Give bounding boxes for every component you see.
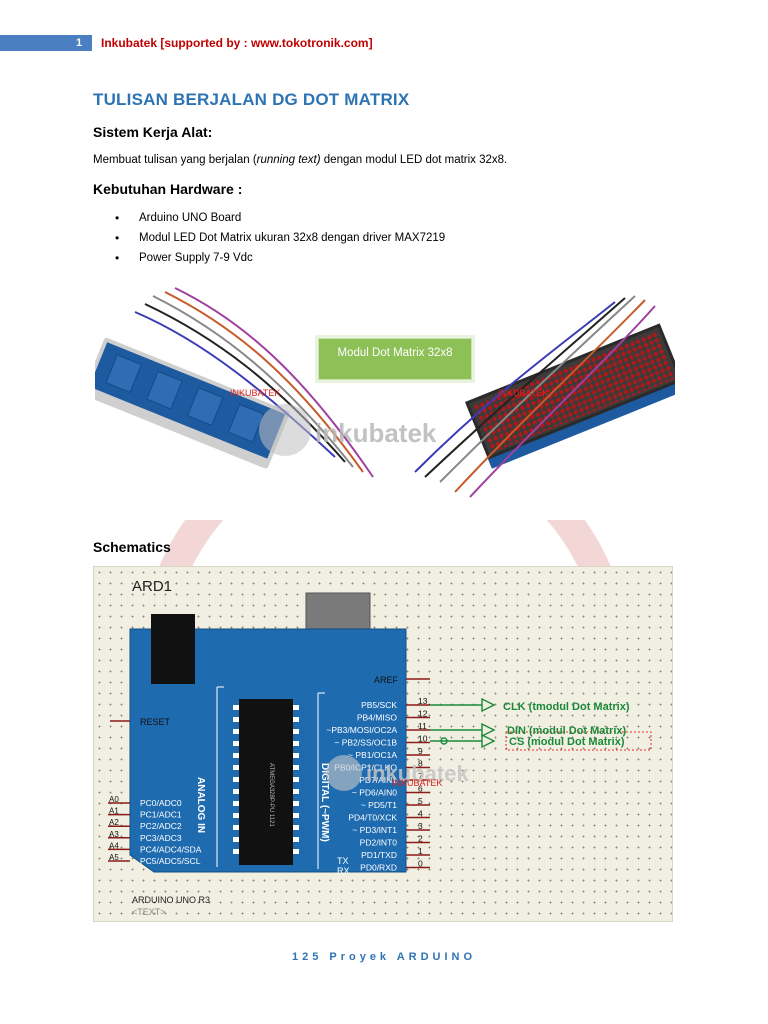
digital-pin-number: 5 [418, 796, 423, 806]
schematic-panel: ARD1 ATMEGA328P-PU 1121 ANALOG IN DIGITA… [93, 566, 673, 922]
analog-pin-name: PC3/ADC3 [140, 833, 182, 843]
digital-bracket [317, 692, 325, 869]
digital-pin-name: PD7/AIN1 [359, 775, 397, 785]
sistem-text-italic: running text) [256, 154, 321, 166]
digital-pin-name: PD1/TXD [361, 850, 397, 860]
sistem-paragraph: Membuat tulisan yang berjalan (running t… [93, 154, 507, 166]
analog-pin-name: PC2/ADC2 [140, 821, 182, 831]
analog-in-label: ANALOG IN [195, 777, 206, 833]
digital-pin-name: PB5/SCK [361, 700, 397, 710]
chip-label: ATMEGA328P-PU 1121 [268, 763, 274, 827]
list-item: Modul LED Dot Matrix ukuran 32x8 dengan … [93, 228, 445, 248]
hardware-list: Arduino UNO Board Modul LED Dot Matrix u… [93, 208, 445, 268]
tx-label: TX [337, 856, 349, 866]
digital-pin-name: PD4/T0/XCK [348, 813, 397, 823]
left-module-board [95, 337, 290, 469]
digital-pin-name: ~ PB1/OC1A [348, 750, 397, 760]
header-bar [0, 35, 92, 51]
schematic-diagram: ARD1 ATMEGA328P-PU 1121 ANALOG IN DIGITA… [108, 578, 652, 917]
hardware-heading: Kebutuhan Hardware : [93, 181, 243, 197]
digital-pin-number: 3 [418, 821, 423, 831]
digital-pin-name: PB0/ICP1/CLKO [334, 763, 397, 773]
power-jack [151, 614, 195, 684]
cs-highlight [505, 731, 652, 751]
digital-pin-name: PB4/MISO [357, 713, 398, 723]
analog-pin-number: A2 [109, 818, 119, 827]
board-name: ARDUINO UNO R3 [132, 895, 210, 905]
mcu-chip [239, 699, 293, 865]
photo-label-right: INKUBATEK [498, 388, 548, 398]
page-number: 1 [76, 37, 83, 49]
photo-label-left: INKUBATEK [230, 388, 280, 398]
signal-cs: CS (modul Dot Matrix) [509, 736, 625, 748]
analog-pin-number: A5 [109, 853, 119, 862]
analog-pin-number: A3 [109, 830, 119, 839]
aref-label: AREF [374, 675, 399, 685]
digital-pin-number: 11 [418, 721, 427, 731]
schematic-overlay-label: INKUBATEK [392, 778, 442, 788]
sistem-heading: Sistem Kerja Alat: [93, 124, 213, 140]
digital-pin-number: 6 [418, 784, 423, 794]
list-item: Power Supply 7-9 Vdc [93, 248, 445, 268]
analog-pin-name: PC5/ADC5/SCL [140, 856, 201, 866]
right-wires [414, 295, 656, 498]
digital-pin-number: 13 [418, 696, 428, 706]
digital-pin-number: 8 [418, 759, 423, 769]
digital-pin-number: 2 [418, 834, 423, 844]
schematic-watermark: inkubatek [366, 761, 469, 786]
sistem-text-after: dengan modul LED dot matrix 32x8. [320, 154, 508, 166]
analog-pin-name: PC1/ADC1 [140, 810, 182, 820]
analog-pin-name: PC0/ADC0 [140, 798, 182, 808]
signal-arrows [430, 697, 496, 749]
digital-pin-number: 9 [418, 746, 423, 756]
digital-pin-name: PD2/INT0 [360, 838, 398, 848]
analog-pin-number: A1 [109, 807, 119, 816]
digital-pin-name: ~ PD3/INT1 [352, 825, 397, 835]
digital-label: DIGITAL (~PWM) [319, 763, 330, 842]
reset-label: RESET [140, 717, 171, 727]
list-item: Arduino UNO Board [93, 208, 445, 228]
header-text: Inkubatek [supported by : www.tokotronik… [101, 36, 373, 50]
callout-label: Modul Dot Matrix 32x8 [318, 338, 472, 380]
text-placeholder: <TEXT> [132, 907, 166, 917]
digital-pin-number: 12 [418, 709, 428, 719]
analog-pin-number: A0 [109, 795, 119, 804]
page-title: TULISAN BERJALAN DG DOT MATRIX [93, 90, 410, 109]
sistem-text-before: Membuat tulisan yang berjalan ( [93, 154, 257, 166]
analog-pin-name: PC4/ADC4/SDA [140, 844, 202, 854]
digital-pin-number: 1 [418, 846, 423, 856]
digital-pin-number: 4 [418, 809, 423, 819]
digital-pin-name: ~ PD5/T1 [361, 800, 397, 810]
module-photo: inkubatek INKUBATEK INKUBATEK [95, 287, 675, 498]
digital-pin-name: ~ PB2/SS/OC1B [334, 738, 397, 748]
schematics-heading: Schematics [93, 539, 171, 555]
photo-watermark: inkubatek [315, 418, 437, 448]
signal-din: DIN (modul Dot Matrix) [507, 725, 626, 737]
digital-pin-name: PD0/RXD [360, 863, 397, 873]
digital-pin-number: 7 [418, 771, 423, 781]
footer: 125 Proyek ARDUINO [291, 951, 477, 963]
digital-pin-name: ~ PD6/AIN0 [352, 788, 397, 798]
digital-pin-number: 0 [418, 859, 423, 869]
analog-bracket [216, 686, 224, 867]
signal-clk: CLK (tmodul Dot Matrix) [503, 701, 630, 713]
digital-pin-name: ~PB3/MOSI/OC2A [326, 725, 397, 735]
component-ref: ARD1 [132, 578, 172, 595]
digital-pin-number: 10 [418, 734, 428, 744]
analog-pin-number: A4 [109, 841, 119, 850]
rx-label: RX [337, 866, 350, 876]
chip-pins [233, 705, 299, 854]
